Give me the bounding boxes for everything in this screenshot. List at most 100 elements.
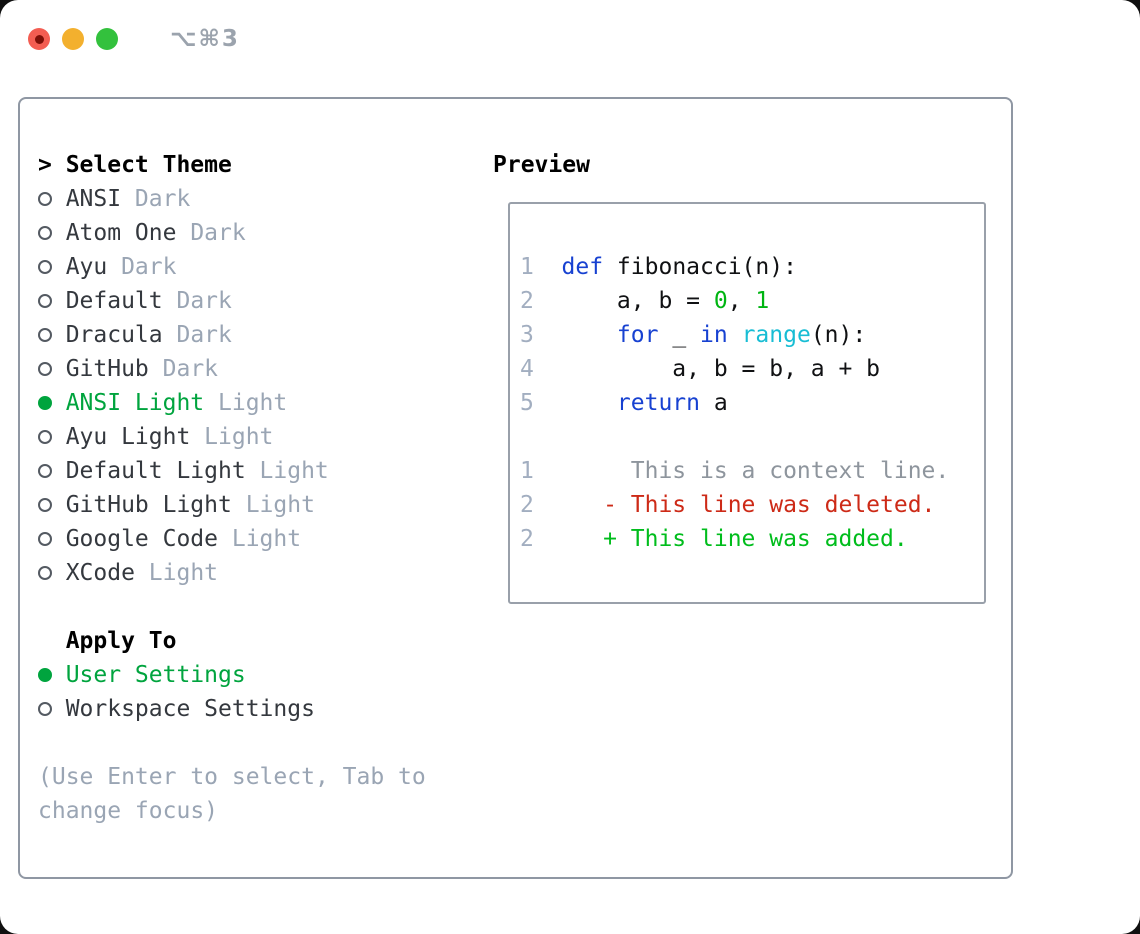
apply-option-label: Workspace Settings — [65, 696, 315, 722]
theme-mode-tag: Light — [231, 526, 302, 552]
apply-option-label: User Settings — [65, 662, 246, 688]
line-number: 3 — [520, 322, 534, 348]
radio-icon — [38, 464, 66, 478]
theme-option-label: Default Light — [65, 458, 246, 484]
line-number: 2 — [520, 526, 534, 552]
theme-mode-tag: Light — [148, 560, 219, 586]
radio-icon — [38, 566, 66, 580]
theme-option-label: GitHub — [65, 356, 149, 382]
radio-icon — [38, 702, 66, 716]
theme-mode-tag: Dark — [134, 186, 191, 212]
code-segment: (n): — [810, 322, 867, 348]
titlebar: ⌥⌘3 — [28, 26, 240, 52]
theme-selector-panel — [18, 97, 1013, 879]
apply-to-title: Apply To — [65, 628, 177, 654]
code-segment: return — [616, 390, 701, 416]
code-segment: def — [561, 254, 604, 280]
code-segment: in — [700, 322, 728, 348]
radio-selected-icon — [38, 396, 66, 410]
line-number: 5 — [520, 390, 534, 416]
zoom-button[interactable] — [96, 28, 118, 50]
code-line — [520, 420, 984, 454]
radio-icon — [38, 226, 66, 240]
apply-option-workspace-settings[interactable]: Workspace Settings — [38, 692, 426, 726]
theme-option-xcode[interactable]: XCode Light — [38, 556, 426, 590]
theme-option-default[interactable]: Default Dark — [38, 284, 426, 318]
keyboard-hint-line: (Use Enter to select, Tab to — [38, 764, 426, 790]
select-theme-title-label: Select Theme — [65, 152, 232, 178]
theme-mode-tag: Light — [204, 424, 274, 450]
theme-mode-tag: Light — [245, 492, 315, 518]
theme-option-google-code[interactable]: Google Code Light — [38, 522, 426, 556]
code-line: 1 This is a context line. — [520, 454, 984, 488]
line-number: 2 — [520, 288, 534, 314]
theme-option-ayu[interactable]: Ayu Dark — [38, 250, 426, 284]
theme-option-default-light[interactable]: Default Light Light — [38, 454, 426, 488]
code-segment — [562, 322, 617, 348]
code-line: 2 a, b = 0, 1 — [520, 284, 984, 318]
code-line: 2 + This line was added. — [520, 522, 984, 556]
radio-icon — [38, 294, 66, 308]
code-segment: _ — [658, 322, 701, 348]
focus-caret-icon: > — [38, 152, 52, 178]
theme-option-ansi-light[interactable]: ANSI Light Light — [38, 386, 426, 420]
line-number: 2 — [520, 492, 534, 518]
code-segment: a — [700, 390, 728, 416]
theme-option-label: ANSI — [65, 186, 122, 212]
code-segment — [562, 390, 617, 416]
code-segment: , — [727, 288, 756, 314]
theme-option-label: Atom One — [65, 220, 177, 246]
close-button[interactable] — [28, 28, 50, 50]
code-line: 5 return a — [520, 386, 984, 420]
code-segment: for — [616, 322, 659, 348]
theme-option-label: Google Code — [65, 526, 219, 552]
theme-mode-tag: Dark — [176, 288, 232, 314]
code-line: 2 - This line was deleted. — [520, 488, 984, 522]
theme-mode-tag: Light — [218, 390, 288, 416]
code-segment: a, b = b, a + b — [561, 356, 881, 382]
code-segment: 1 — [755, 288, 770, 314]
theme-option-label: ANSI Light — [65, 390, 205, 416]
radio-icon — [38, 260, 66, 274]
code-segment: range — [741, 322, 811, 348]
theme-mode-tag: Dark — [190, 220, 246, 246]
close-dot-icon — [34, 34, 44, 44]
code-line: 3 for _ in range(n): — [520, 318, 984, 352]
radio-icon — [38, 498, 66, 512]
radio-icon — [38, 192, 66, 206]
window-shortcut-label: ⌥⌘3 — [170, 26, 240, 52]
code-segment: 0 — [713, 288, 728, 314]
theme-option-label: XCode — [65, 560, 135, 586]
theme-mode-tag: Light — [259, 458, 329, 484]
code-segment: + This line was added. — [561, 526, 908, 552]
apply-option-user-settings[interactable]: User Settings — [38, 658, 426, 692]
radio-icon — [38, 362, 66, 376]
theme-option-label: Ayu Light — [65, 424, 191, 450]
select-theme-title: > Select Theme — [38, 148, 426, 182]
minimize-button[interactable] — [62, 28, 84, 50]
theme-mode-tag: Dark — [121, 254, 177, 280]
theme-option-ayu-light[interactable]: Ayu Light Light — [38, 420, 426, 454]
line-number: 1 — [520, 458, 534, 484]
theme-option-label: Ayu — [65, 254, 108, 280]
theme-option-ansi[interactable]: ANSI Dark — [38, 182, 426, 216]
theme-option-label: Dracula — [65, 322, 163, 348]
code-segment: - This line was deleted. — [561, 492, 936, 518]
radio-icon — [38, 328, 66, 342]
keyboard-hint: (Use Enter to select, Tab to change focus… — [38, 760, 426, 828]
radio-icon — [38, 430, 66, 444]
code-segment: fibonacci(n): — [603, 254, 797, 280]
theme-option-label: Default — [65, 288, 163, 314]
theme-option-atom-one[interactable]: Atom One Dark — [38, 216, 426, 250]
code-segment: This is a context line. — [561, 458, 950, 484]
radio-selected-icon — [38, 668, 66, 682]
keyboard-hint-line: change focus) — [38, 798, 219, 824]
